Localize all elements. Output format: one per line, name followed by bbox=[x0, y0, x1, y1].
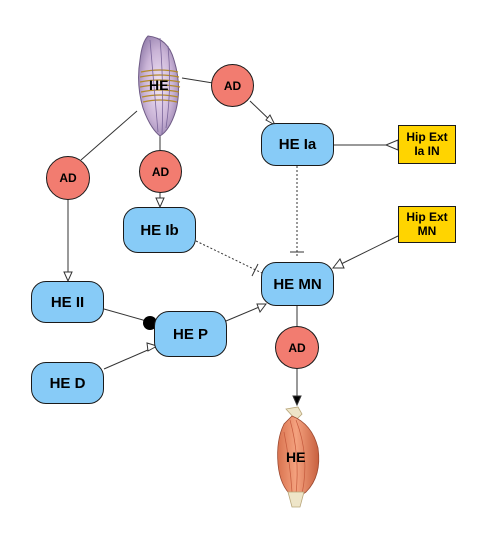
inhibit-bar-he-mn-left bbox=[251, 263, 259, 277]
he-ib-node[interactable]: HE Ib bbox=[123, 207, 196, 253]
hip-ext-ia-in-box[interactable]: Hip Ext Ia IN bbox=[398, 125, 456, 164]
edge-he-ib-to-he-mn bbox=[195, 240, 263, 274]
he-mn-label: HE MN bbox=[273, 275, 322, 293]
he-ii-label: HE II bbox=[50, 293, 85, 311]
arrowhead-muscle bbox=[292, 395, 302, 407]
excitatory-synapse-he-p bbox=[143, 316, 157, 330]
edge-he-ii-to-he-p bbox=[103, 308, 151, 323]
muscle-label: HE bbox=[286, 449, 306, 465]
edge-spindle-to-ad-top bbox=[181, 77, 214, 84]
arrowhead-he-ia bbox=[265, 114, 277, 127]
he-d-node[interactable]: HE D bbox=[31, 362, 104, 404]
arrowhead-hip-ext-ia-in bbox=[384, 139, 399, 151]
he-d-label: HE D bbox=[49, 374, 86, 392]
he-p-node[interactable]: HE P bbox=[154, 311, 227, 357]
ad-node-left-label: AD bbox=[59, 171, 77, 185]
ad-node-left[interactable]: AD bbox=[46, 156, 90, 200]
ad-node-bottom-label: AD bbox=[288, 340, 306, 355]
he-ib-label: HE Ib bbox=[140, 221, 179, 239]
edge-spindle-to-ad-left bbox=[80, 110, 138, 161]
hip-ext-ia-in-label: Hip Ext Ia IN bbox=[406, 129, 448, 158]
ad-node-middle-label: AD bbox=[151, 164, 170, 179]
ad-node-middle[interactable]: AD bbox=[139, 150, 182, 193]
muscle-spindle-label: HE bbox=[149, 77, 169, 93]
he-ii-node[interactable]: HE II bbox=[31, 281, 104, 323]
he-mn-node[interactable]: HE MN bbox=[261, 262, 334, 306]
he-p-label: HE P bbox=[172, 325, 208, 343]
muscle-illustration bbox=[277, 406, 320, 508]
arrowhead-he-d bbox=[146, 342, 159, 352]
muscle-spindle-illustration bbox=[138, 35, 181, 137]
hip-ext-mn-box[interactable]: Hip Ext MN bbox=[398, 206, 456, 243]
ad-node-top-label: AD bbox=[223, 78, 242, 93]
he-ia-label: HE Ia bbox=[278, 136, 317, 153]
edge-he-p-to-he-mn bbox=[225, 304, 265, 322]
arrowhead-hip-ext-mn bbox=[331, 258, 345, 269]
arrowhead-he-ib bbox=[155, 197, 165, 209]
ad-node-bottom[interactable]: AD bbox=[275, 326, 319, 369]
edges bbox=[63, 77, 399, 407]
arrowhead-he-p bbox=[256, 303, 267, 314]
edge-hip-ext-mn-to-he-mn bbox=[332, 235, 399, 269]
he-ia-node[interactable]: HE Ia bbox=[261, 123, 334, 166]
hip-ext-mn-label: Hip Ext MN bbox=[406, 209, 448, 238]
arrowhead-he-ii bbox=[63, 271, 73, 283]
ad-node-top[interactable]: AD bbox=[211, 64, 254, 107]
